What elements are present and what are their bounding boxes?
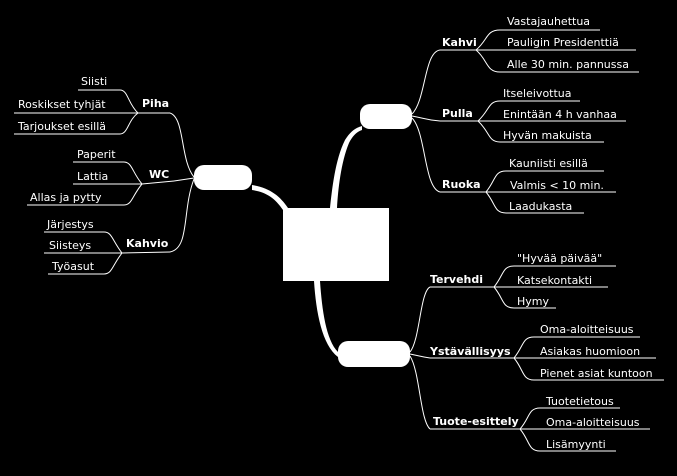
connector bbox=[141, 180, 175, 185]
item-label: Siisteys bbox=[49, 239, 91, 252]
group-title: Ystävällisyys bbox=[429, 345, 511, 358]
item-label: Tarjoukset esillä bbox=[17, 120, 106, 133]
connector bbox=[513, 357, 664, 381]
connector bbox=[513, 336, 640, 359]
connector bbox=[493, 265, 616, 288]
connector bbox=[475, 49, 639, 73]
left-branches: Piha Siisti Roskikset tyhjät Tarjoukset … bbox=[14, 75, 195, 275]
group-title: Kahvio bbox=[126, 237, 169, 250]
item-label: Hyvän makuista bbox=[503, 129, 592, 142]
item-label: Lattia bbox=[77, 170, 108, 183]
item-label: Vastajauhettua bbox=[507, 15, 590, 28]
item-label: Valmis < 10 min. bbox=[510, 179, 604, 192]
group-ystavallisyys: Ystävällisyys Oma-aloitteisuus Asiakas h… bbox=[429, 323, 664, 381]
group-title: Tuote-esittely bbox=[433, 415, 519, 428]
group-kahvio: Kahvio Järjestys Siisteys Työasut bbox=[44, 218, 171, 275]
item-label: Roskikset tyhjät bbox=[18, 98, 106, 111]
connector bbox=[121, 251, 171, 254]
item-label: Lisämyynti bbox=[546, 438, 606, 451]
item-label: Työasut bbox=[51, 260, 95, 273]
group-ruoka: Ruoka Kauniisti esillä Valmis < 10 min. … bbox=[440, 157, 616, 214]
item-label: Enintään 4 h vanhaa bbox=[503, 108, 617, 121]
connector bbox=[14, 112, 139, 135]
connector bbox=[411, 117, 441, 193]
connector bbox=[409, 355, 431, 430]
right-bottom-branches: Tervehdi "Hyvää päivää" Katsekontakti Hy… bbox=[409, 252, 664, 452]
main-node-right-top bbox=[360, 104, 412, 129]
connector bbox=[411, 115, 441, 122]
connector bbox=[411, 49, 441, 115]
item-label: "Hyvää päivää" bbox=[517, 252, 602, 265]
group-title: WC bbox=[149, 168, 169, 181]
group-title: Ruoka bbox=[442, 178, 481, 191]
item-label: Järjestys bbox=[46, 218, 94, 231]
item-label: Kauniisti esillä bbox=[509, 157, 588, 170]
connector bbox=[169, 112, 195, 178]
connector bbox=[493, 286, 556, 309]
item-label: Asiakas huomioon bbox=[540, 345, 640, 358]
group-pulla: Pulla Itseleivottua Enintään 4 h vanhaa … bbox=[440, 87, 626, 143]
item-label: Allas ja pytty bbox=[30, 191, 102, 204]
group-title: Pulla bbox=[442, 107, 473, 120]
connector bbox=[169, 178, 195, 253]
branch-left bbox=[252, 185, 288, 210]
connector bbox=[409, 286, 431, 353]
connector bbox=[477, 120, 604, 143]
connector bbox=[78, 89, 139, 114]
group-title: Kahvi bbox=[442, 36, 477, 49]
connector bbox=[485, 191, 584, 214]
group-piha: Piha Siisti Roskikset tyhjät Tarjoukset … bbox=[14, 75, 170, 135]
item-label: Pienet asiat kuntoon bbox=[540, 367, 653, 380]
connector bbox=[48, 252, 123, 275]
item-label: Hymy bbox=[517, 295, 549, 308]
group-wc: WC Paperit Lattia Allas ja pytty bbox=[27, 148, 175, 206]
connector bbox=[485, 170, 604, 193]
item-label: Paperit bbox=[77, 148, 116, 161]
right-top-branches: Kahvi Vastajauhettua Pauligin Presidentt… bbox=[411, 15, 639, 214]
item-label: Katsekontakti bbox=[517, 274, 592, 287]
group-kahvi: Kahvi Vastajauhettua Pauligin Presidentt… bbox=[440, 15, 639, 73]
item-label: Oma-aloitteisuus bbox=[546, 416, 640, 429]
group-tervehdi: Tervehdi "Hyvää päivää" Katsekontakti Hy… bbox=[430, 252, 616, 309]
main-node-left bbox=[194, 165, 252, 190]
group-tuote-esittely: Tuote-esittely Tuotetietous Oma-aloittei… bbox=[430, 395, 650, 452]
connector bbox=[73, 161, 143, 185]
connector bbox=[519, 428, 616, 452]
item-label: Laadukasta bbox=[509, 200, 572, 213]
item-label: Oma-aloitteisuus bbox=[540, 323, 634, 336]
connector bbox=[519, 407, 620, 430]
connector bbox=[409, 353, 431, 359]
item-label: Pauligin Presidenttiä bbox=[507, 36, 619, 49]
item-label: Tuotetietous bbox=[545, 395, 614, 408]
item-label: Itseleivottua bbox=[503, 87, 572, 100]
connector bbox=[44, 231, 123, 254]
group-title: Tervehdi bbox=[430, 273, 483, 286]
connector bbox=[27, 183, 143, 206]
item-label: Siisti bbox=[81, 75, 107, 88]
main-node-right-bottom bbox=[338, 341, 410, 367]
connector bbox=[477, 100, 580, 122]
item-label: Alle 30 min. pannussa bbox=[507, 58, 629, 71]
connector bbox=[475, 29, 600, 51]
group-title: Piha bbox=[142, 97, 169, 110]
central-node bbox=[283, 208, 389, 281]
branch-right-top bbox=[330, 126, 362, 208]
branch-right-bottom bbox=[314, 281, 338, 357]
connector bbox=[173, 177, 195, 182]
